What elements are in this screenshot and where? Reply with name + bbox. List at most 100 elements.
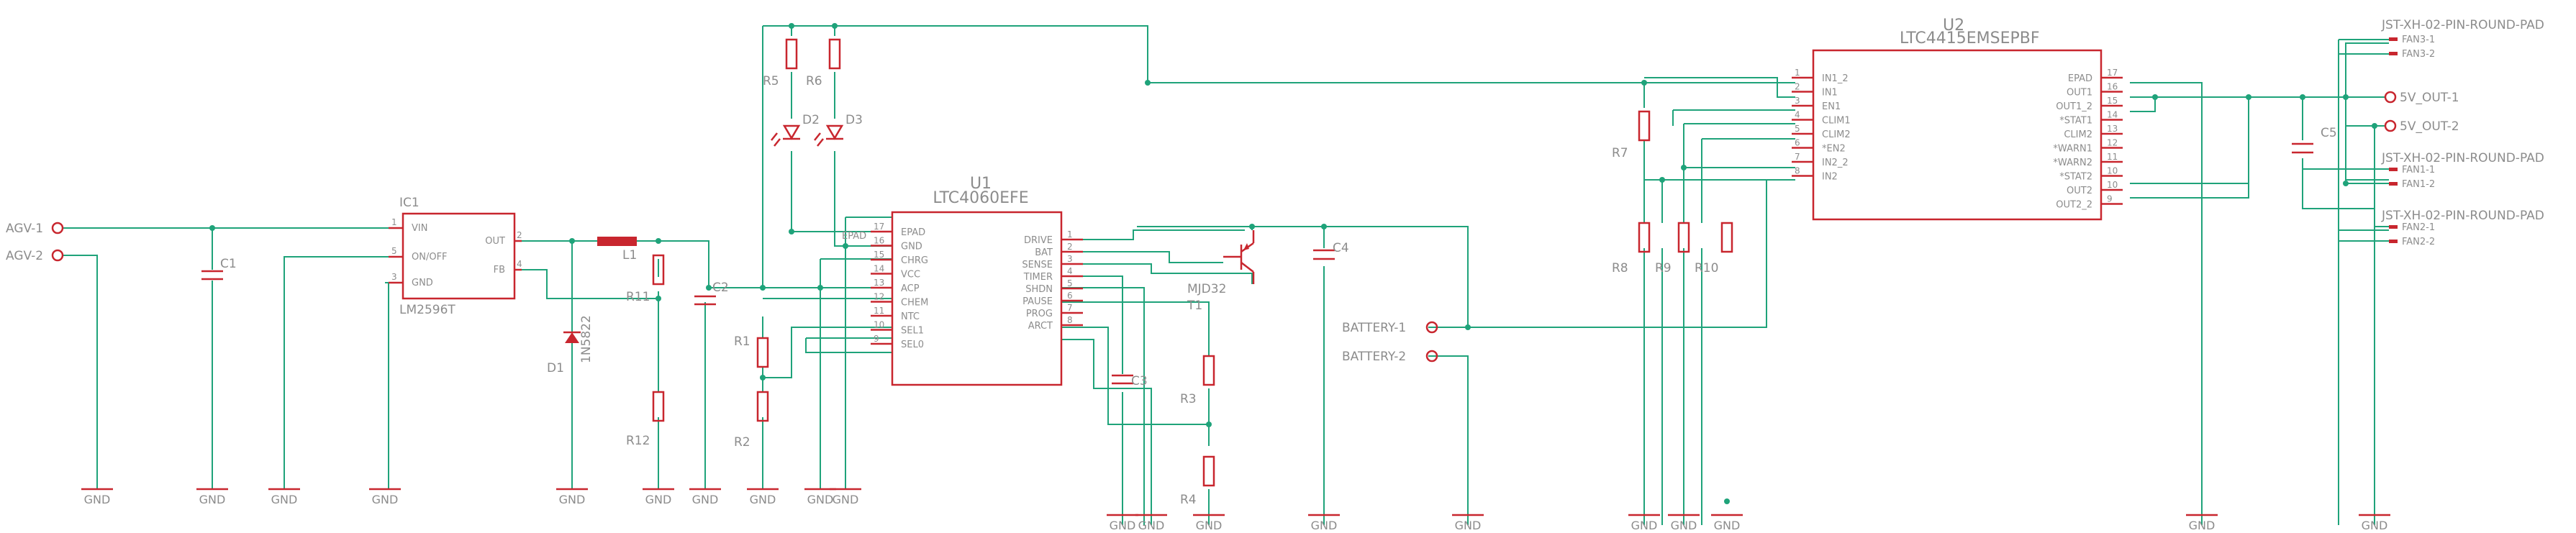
pin-number: 14 — [874, 264, 884, 274]
gnd-label: GND — [1138, 519, 1165, 532]
capacitor-c4: C4 — [1313, 241, 1349, 260]
pin-number: 11 — [2107, 152, 2118, 162]
capacitor-c1: C1 — [201, 257, 237, 281]
ground-symbol: GND — [556, 488, 588, 506]
pin-name: IN2_2 — [1822, 158, 1849, 168]
pin-number: 14 — [2107, 110, 2118, 120]
pin-number: 8 — [1795, 166, 1800, 176]
ground-symbol: GND — [747, 488, 779, 506]
pin-name: PROG — [1026, 309, 1053, 319]
ground-symbol: GND — [1452, 514, 1484, 532]
pin-number: 3 — [1795, 96, 1800, 106]
pin-name: SEL0 — [901, 340, 924, 350]
capacitor-c3: C3 — [1112, 374, 1148, 388]
u1-ltc4060: U1 LTC4060EFE EPAD 17EPAD16GND15CHRG14VC… — [842, 175, 1083, 386]
pin-number: 7 — [1067, 303, 1073, 313]
pin-name: EPAD — [2068, 73, 2092, 84]
ground-symbol: GND — [268, 488, 300, 506]
resistor-r7: R7 — [1612, 110, 1651, 160]
svg-text:C5: C5 — [2321, 126, 2337, 140]
svg-text:MJD32: MJD32 — [1187, 282, 1226, 296]
pin-name: VCC — [901, 270, 920, 281]
pin-number: 3 — [1067, 254, 1073, 264]
svg-text:C4: C4 — [1333, 241, 1349, 255]
pin-name: NTC — [901, 311, 920, 322]
svg-text:R4: R4 — [1180, 493, 1197, 507]
pin-number: 12 — [2107, 138, 2118, 148]
gnd-label: GND — [199, 493, 226, 506]
pin-number: 17 — [2107, 68, 2118, 78]
svg-text:3: 3 — [391, 272, 397, 282]
gnd-label: GND — [833, 493, 859, 506]
wires — [63, 25, 2389, 525]
pin-name: OUT1 — [2067, 88, 2092, 99]
resistor-r8: R8 — [1612, 222, 1651, 275]
svg-text:AGV-2: AGV-2 — [6, 249, 43, 263]
pin-right-6: 11*WARN2 — [2053, 152, 2123, 168]
ground-symbol: GND — [1668, 514, 1700, 532]
svg-text:D1: D1 — [547, 361, 564, 375]
svg-text:1N5822: 1N5822 — [579, 315, 594, 363]
pin-number: 13 — [874, 278, 884, 288]
junctions — [209, 23, 2377, 504]
pin-number: 9 — [2107, 194, 2113, 204]
svg-text:JST-XH-02-PIN-ROUND-PAD: JST-XH-02-PIN-ROUND-PAD — [2381, 18, 2544, 32]
resistor-r4: R4 — [1180, 455, 1215, 507]
pin-right-5: 12*WARN1 — [2053, 138, 2123, 155]
capacitor-c2: C2 — [694, 281, 729, 306]
svg-text:GND: GND — [412, 278, 433, 288]
svg-text:5: 5 — [391, 246, 397, 256]
pin-name: SENSE — [1022, 260, 1053, 270]
svg-text:D2: D2 — [802, 113, 820, 127]
gnd-label: GND — [1110, 519, 1136, 532]
ground-symbol: GND — [1135, 514, 1167, 532]
svg-text:U2: U2 — [1943, 17, 1964, 35]
pin-number: 15 — [2107, 96, 2118, 106]
gnd-label: GND — [1631, 519, 1658, 532]
gnd-label: GND — [692, 493, 719, 506]
pin-left-5: 6*EN2 — [1792, 138, 1846, 155]
gnd-label: GND — [645, 493, 672, 506]
svg-text:FAN2-2: FAN2-2 — [2402, 237, 2435, 247]
gnd-label: GND — [1455, 519, 1482, 532]
gnd-label: GND — [1671, 519, 1697, 532]
resistor-r1: R1 — [734, 334, 769, 368]
pin-number: 2 — [1067, 242, 1073, 252]
ground-symbol: GND — [1193, 514, 1225, 532]
pin-right-3: 14*STAT1 — [2059, 110, 2123, 127]
gnd-label: GND — [1196, 519, 1223, 532]
pin-name: OUT2 — [2067, 186, 2092, 196]
ground-symbol: GND — [804, 488, 836, 506]
svg-text:FAN2-1: FAN2-1 — [2402, 222, 2435, 233]
pin-number: 16 — [2107, 82, 2118, 92]
svg-text:5V_OUT-2: 5V_OUT-2 — [2400, 119, 2459, 134]
svg-text:FAN3-2: FAN3-2 — [2402, 49, 2435, 60]
pin-name: *EN2 — [1822, 144, 1846, 155]
svg-text:EPAD: EPAD — [842, 231, 866, 242]
gnd-label: GND — [807, 493, 834, 506]
terminal-battery-1: BATTERY-1 — [1342, 321, 1438, 335]
led-d2: D2 — [771, 113, 820, 147]
resistor-r3: R3 — [1180, 355, 1215, 406]
pin-name: CHRG — [901, 255, 928, 266]
ground-symbol: GND — [81, 488, 113, 506]
svg-text:VIN: VIN — [412, 223, 427, 234]
svg-text:D3: D3 — [845, 113, 863, 127]
pin-name: *STAT2 — [2059, 172, 2092, 183]
pin-name: CLIM1 — [1822, 116, 1851, 127]
pin-number: 10 — [874, 320, 884, 330]
